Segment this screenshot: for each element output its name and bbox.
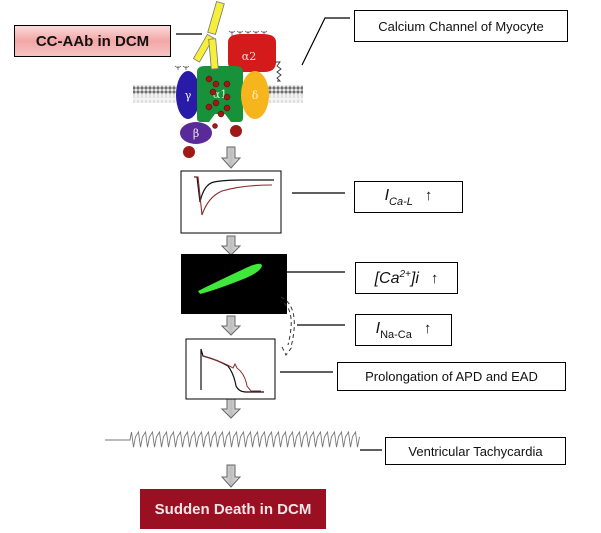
- gamma-subunit: γ: [176, 71, 200, 119]
- ca-i-label: [Ca2+]i↑: [374, 268, 439, 287]
- calcium-imaging-panel: [181, 254, 287, 314]
- ica-trace-panel: [180, 170, 282, 234]
- vt-ecg-trace: [105, 430, 360, 448]
- phosphate-groups: [183, 125, 242, 158]
- apd-trace-panel: [185, 338, 276, 400]
- channel-label: Calcium Channel of Myocyte: [378, 18, 544, 34]
- flow-arrow: [220, 315, 242, 336]
- ica-l-box: ICa-L↑: [354, 181, 463, 213]
- outcome-box: Sudden Death in DCM: [140, 489, 326, 529]
- svg-text:γ: γ: [185, 89, 192, 102]
- vt-label: Ventricular Tachycardia: [408, 443, 543, 459]
- calcium-ions: [205, 75, 231, 129]
- disulfide-link: [275, 61, 282, 82]
- delta-subunit: δ: [241, 71, 269, 119]
- increase-arrow-icon: ↑: [424, 186, 433, 204]
- flow-arrows: [220, 146, 242, 488]
- increase-arrow-icon: ↑: [423, 319, 432, 337]
- apd-box: Prolongation of APD and EAD: [337, 362, 566, 391]
- svg-text:α1: α1: [213, 88, 227, 101]
- flow-arrow: [220, 235, 242, 256]
- channel-label-box: Calcium Channel of Myocyte: [354, 10, 568, 42]
- svg-text:δ: δ: [252, 89, 259, 102]
- flow-arrow: [220, 398, 242, 419]
- ca-i-box: [Ca2+]i↑: [355, 262, 458, 294]
- alpha2-label: α2: [242, 50, 256, 63]
- ina-ca-label: INa-Ca↑: [375, 319, 432, 341]
- antibody-label: CC-AAb in DCM: [35, 32, 150, 50]
- feedback-loop-arrow: [280, 296, 295, 356]
- vt-box: Ventricular Tachycardia: [385, 437, 566, 465]
- outcome-label: Sudden Death in DCM: [154, 500, 312, 518]
- apd-label: Prolongation of APD and EAD: [365, 369, 538, 384]
- autoantibody: [192, 1, 225, 70]
- beta-subunit: β: [180, 122, 212, 144]
- connector-channel: [301, 17, 350, 66]
- ica-l-label: ICa-L↑: [384, 186, 433, 208]
- svg-text:β: β: [193, 127, 199, 140]
- flow-arrow: [220, 146, 242, 169]
- flow-arrow: [220, 464, 242, 488]
- ina-ca-box: INa-Ca↑: [355, 314, 452, 346]
- alpha2-subunit: α2: [228, 34, 276, 72]
- increase-arrow-icon: ↑: [430, 269, 439, 287]
- antibody-label-box: CC-AAb in DCM: [14, 25, 171, 57]
